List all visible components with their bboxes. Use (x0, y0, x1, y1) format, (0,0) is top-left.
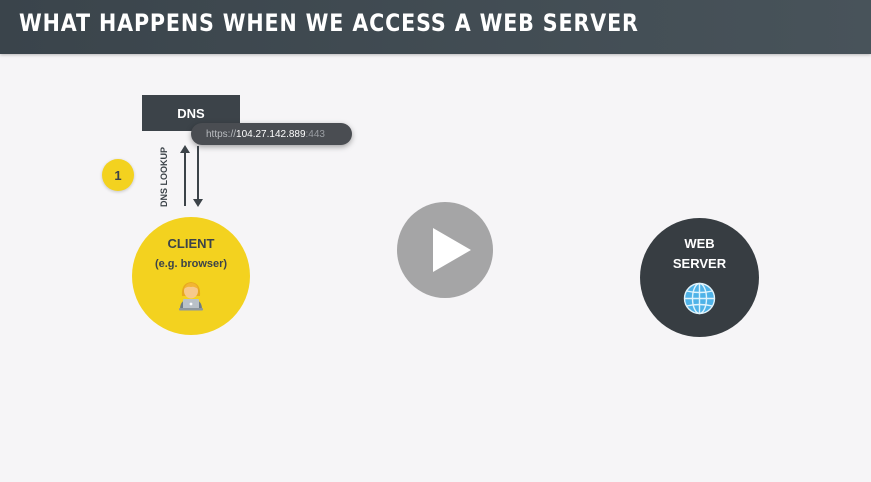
page-title: What happens when we access a web server (19, 9, 639, 37)
url-port: :443 (305, 128, 325, 140)
play-icon (433, 228, 471, 272)
server-title-line1: WEB (684, 236, 715, 251)
person-at-laptop-icon (179, 282, 203, 311)
client-node: CLIENT (e.g. browser) (132, 217, 250, 335)
globe-icon (683, 282, 716, 315)
dns-lookup-label: DNS LOOKUP (159, 146, 169, 207)
step-badge: 1 (102, 159, 134, 191)
dns-node: DNS (142, 95, 240, 131)
dns-label: DNS (177, 105, 205, 121)
url-pill: https://104.27.142.889:443 (191, 123, 352, 145)
web-server-node: WEB SERVER (640, 218, 759, 337)
header-bar: What happens when we access a web server (0, 0, 871, 54)
arrow-down (193, 146, 203, 207)
dns-lookup-arrows (180, 145, 203, 207)
url-scheme: https:// (206, 128, 237, 140)
server-title: WEB SERVER (640, 234, 759, 274)
play-button[interactable] (397, 202, 493, 298)
step-number: 1 (114, 167, 122, 183)
server-title-line2: SERVER (672, 256, 727, 271)
client-subtitle: (e.g. browser) (154, 258, 228, 270)
url-ip: 104.27.142.889 (236, 128, 306, 140)
client-title: CLIENT (167, 236, 215, 251)
arrow-up (180, 145, 190, 206)
